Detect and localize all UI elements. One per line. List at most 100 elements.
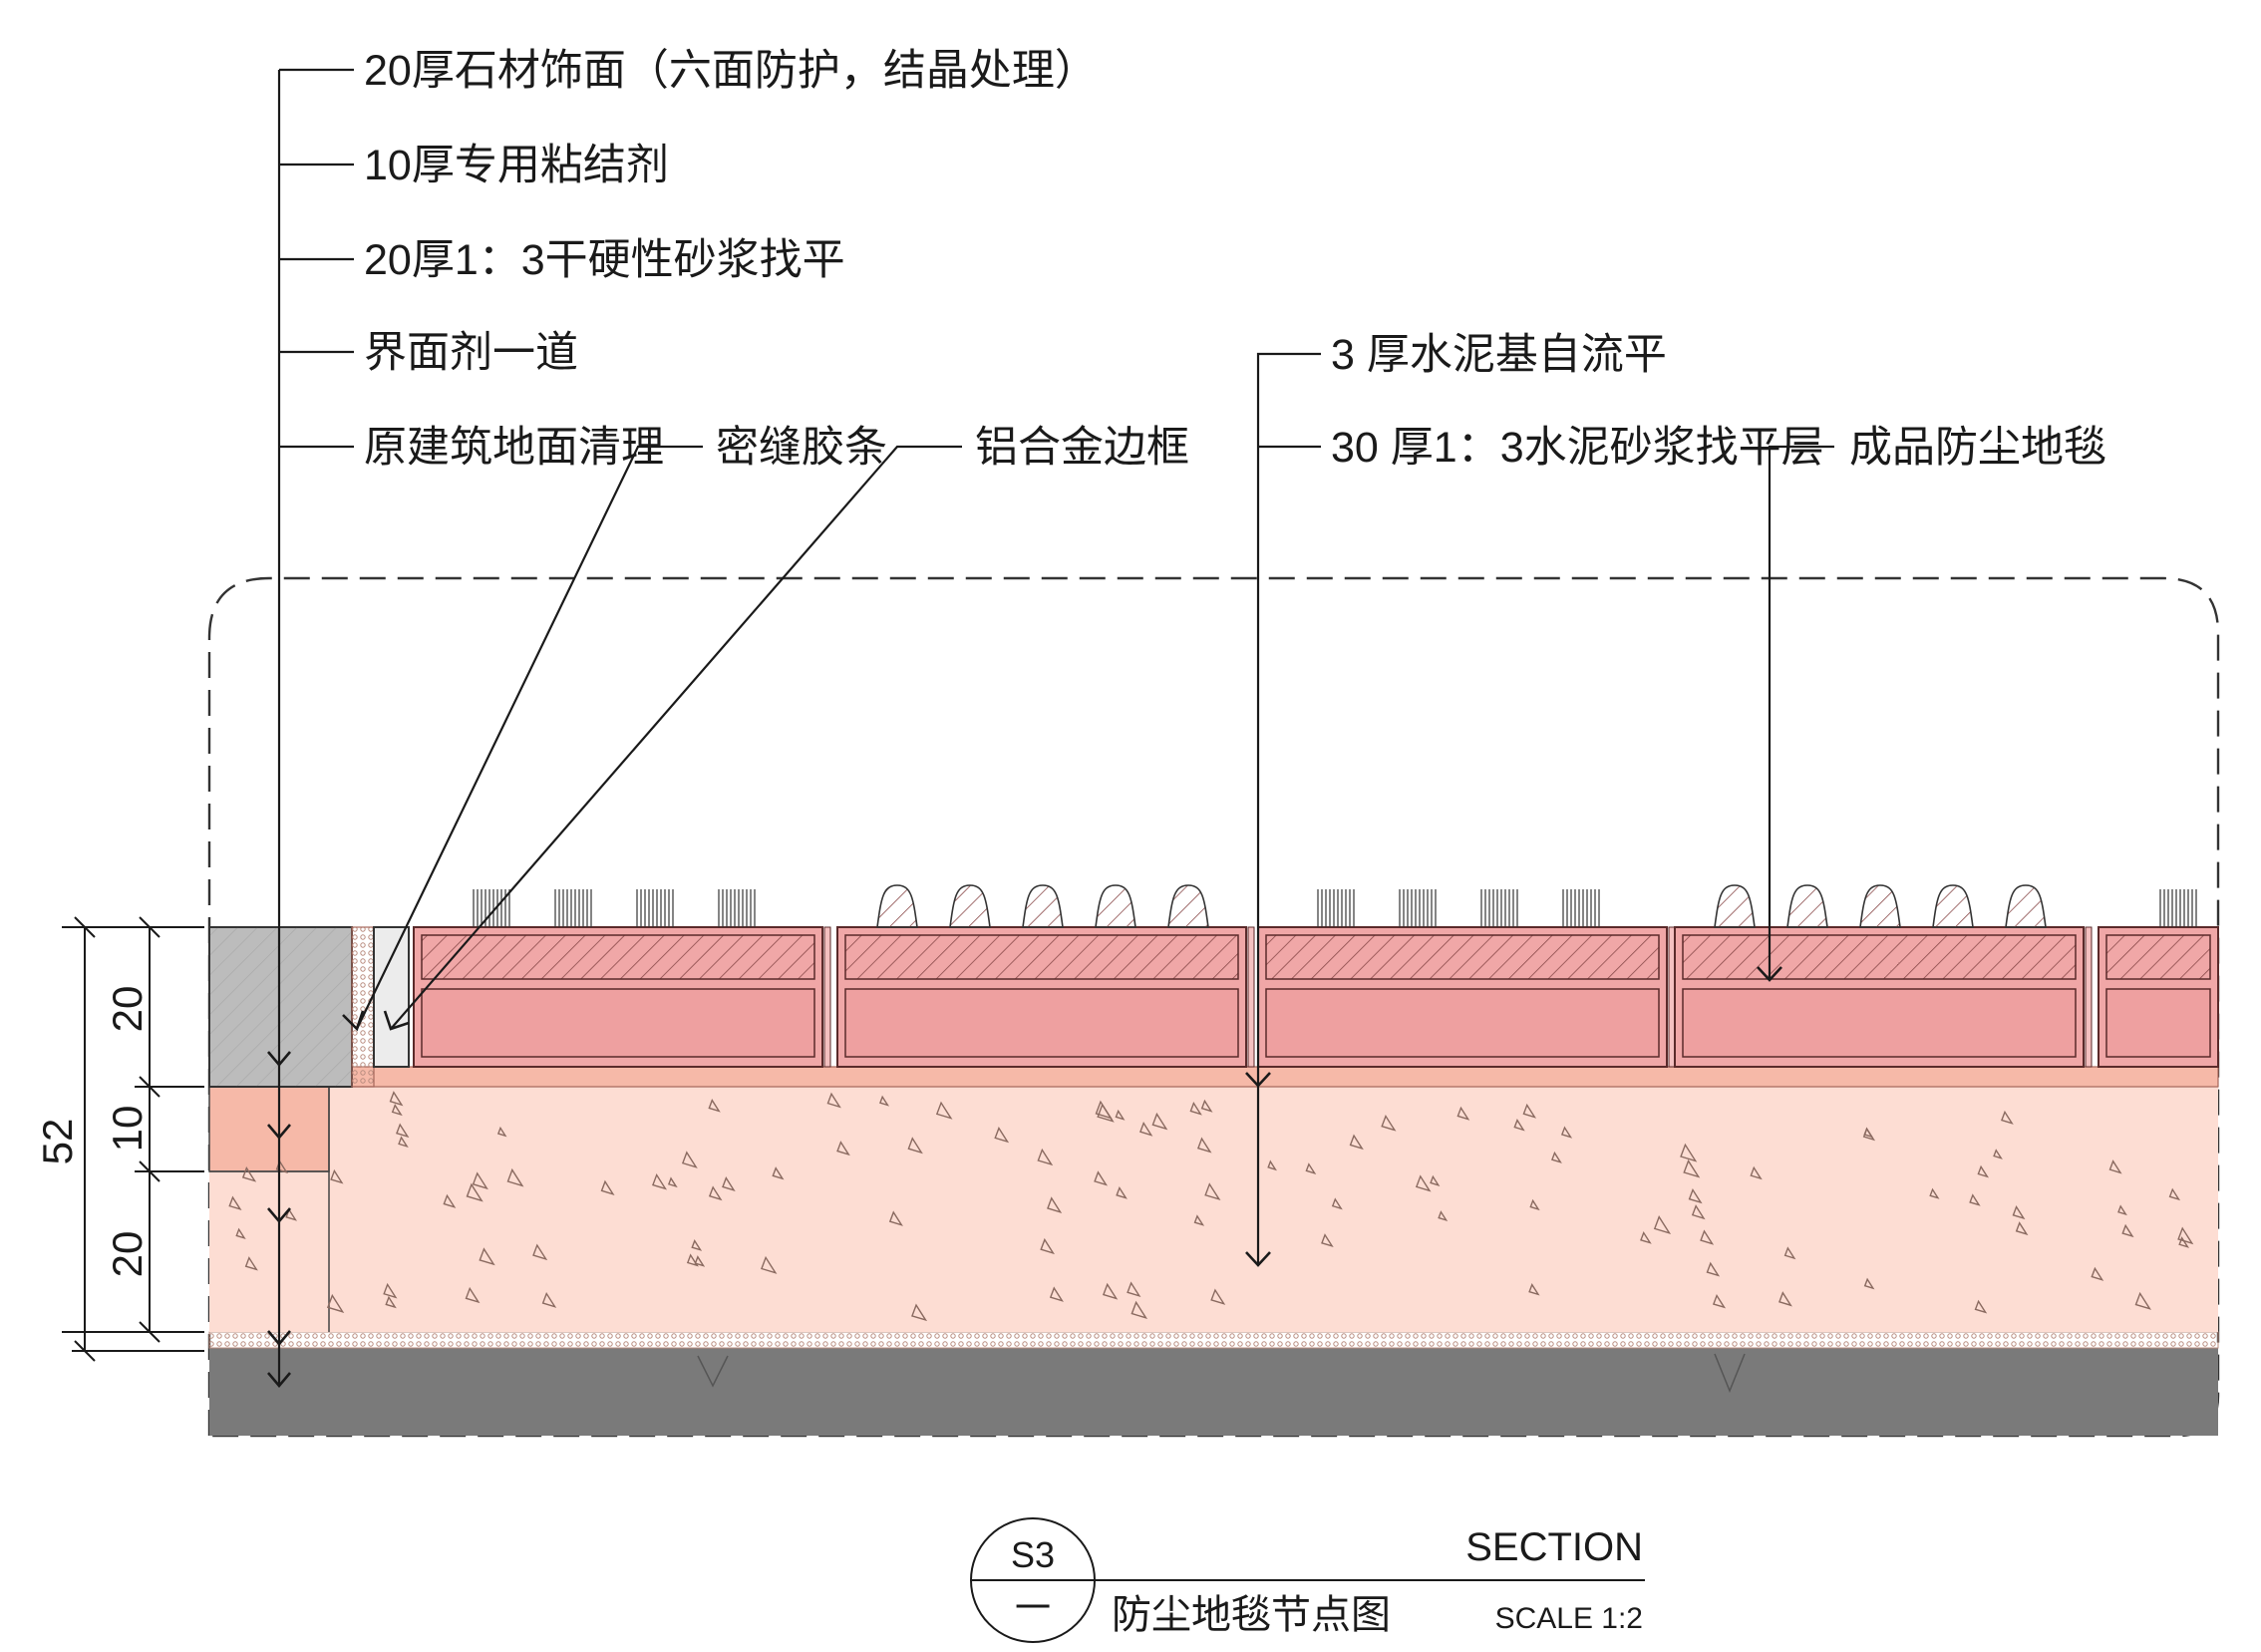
- mat-joint: [1247, 926, 1255, 1068]
- aggregate-mark: [330, 1168, 344, 1184]
- aggregate-mark: [907, 1137, 923, 1155]
- aggregate-mark: [2134, 1291, 2151, 1310]
- aggregate-mark: [1349, 1134, 1364, 1151]
- rubber-scraper-bump: [949, 884, 991, 928]
- rubber-scraper-bump: [1714, 884, 1756, 928]
- aggregate-mark: [396, 1123, 410, 1139]
- mat-hatch-strip: [2105, 934, 2211, 980]
- aggregate-mark: [994, 1127, 1010, 1144]
- aggregate-mark: [2012, 1204, 2026, 1220]
- aggregate-mark: [389, 1091, 404, 1107]
- mat-lower-chamber: [421, 988, 815, 1058]
- aggregate-mark: [1095, 1100, 1113, 1120]
- callout-stone-finish: 20厚石材饰面（六面防护，结晶处理）: [364, 47, 1098, 95]
- title-block: S3 一 SECTION 防尘地毯节点图 SCALE 1:2: [970, 1517, 1645, 1643]
- aggregate-mark: [1130, 1300, 1148, 1320]
- callout-aluminum-frame: 铝合金边框: [975, 424, 1189, 472]
- aggregate-mark: [1977, 1164, 1989, 1178]
- aggregate-mark: [2121, 1223, 2134, 1238]
- mat-module: [836, 884, 1255, 1068]
- aggregate-mark: [1381, 1114, 1397, 1132]
- aggregate-mark: [2178, 1236, 2190, 1248]
- aggregate-mark: [2015, 1221, 2029, 1236]
- aggregate-mark: [479, 1247, 495, 1266]
- mat-hatch-strip: [1682, 934, 2077, 980]
- aggregate-mark: [1653, 1215, 1672, 1234]
- mat-module: [2098, 889, 2219, 1068]
- interface-agent-band: [208, 1331, 2219, 1349]
- aggregate-mark: [935, 1101, 953, 1120]
- base-slab: [209, 1348, 2218, 1436]
- aggregate-mark: [326, 1293, 345, 1313]
- callout-dry-mortar: 20厚1：3干硬性砂浆找平: [364, 236, 845, 284]
- rubber-scraper-bump: [876, 884, 918, 928]
- aggregate-mark: [385, 1295, 397, 1309]
- aggregate-mark: [398, 1136, 409, 1149]
- aggregate-mark: [541, 1291, 557, 1308]
- aggregate-mark: [1529, 1198, 1540, 1211]
- aggregate-mark: [1712, 1293, 1727, 1309]
- aggregate-mark: [1037, 1148, 1054, 1166]
- leader-lines: [277, 68, 1834, 1386]
- aggregate-mark: [686, 1253, 699, 1267]
- aggregate-mark: [1640, 1230, 1652, 1244]
- aggregate-mark: [532, 1243, 548, 1261]
- aggregate-mark: [1321, 1233, 1334, 1248]
- stone-adhesive-layer: [208, 1086, 330, 1172]
- mat-module: [413, 889, 831, 1068]
- mat-module: [1674, 884, 2093, 1068]
- mat-lower-chamber: [2105, 988, 2211, 1058]
- detail-code: S3: [1011, 1534, 1055, 1575]
- aggregate-mark: [1974, 1299, 1988, 1314]
- aggregate-mark: [1688, 1187, 1703, 1204]
- aggregate-mark: [1331, 1197, 1343, 1210]
- aggregate-mark: [691, 1239, 703, 1251]
- aggregate-mark: [1094, 1170, 1109, 1186]
- aggregate-mark: [1267, 1159, 1277, 1171]
- aggregate-mark: [244, 1256, 258, 1271]
- aggregate-mark: [1200, 1099, 1213, 1113]
- dust-mat: [413, 884, 2219, 1068]
- aggregate-mark: [1115, 1109, 1126, 1121]
- aggregate-mark: [826, 1092, 841, 1109]
- aggregate-mark: [1993, 1149, 2003, 1159]
- aggregate-mark: [772, 1166, 785, 1180]
- aggregate-mark: [600, 1179, 615, 1195]
- aggregate-mark: [1680, 1143, 1698, 1162]
- rubber-scraper-bump: [1022, 884, 1064, 928]
- aggregate-mark: [1778, 1291, 1792, 1307]
- mat-joint: [823, 926, 831, 1068]
- aggregate-mark: [761, 1255, 778, 1274]
- aggregate-mark: [1700, 1229, 1715, 1245]
- callout-mortar-layer: 30 厚1：3水泥砂浆找平层: [1331, 424, 1824, 472]
- aggregate-mark: [1127, 1281, 1141, 1297]
- mat-module: [1257, 889, 1676, 1068]
- aggregate-mark: [2168, 1187, 2181, 1201]
- callout-floor-cleaning: 原建筑地面清理: [364, 424, 664, 472]
- rubber-scraper-bump: [1932, 884, 1974, 928]
- aggregate-mark: [1783, 1246, 1796, 1260]
- detail-boundary: [207, 576, 2220, 1438]
- aggregate-mark: [228, 1195, 242, 1211]
- aggregate-mark: [836, 1141, 850, 1156]
- mat-lower-chamber: [1682, 988, 2077, 1058]
- aggregate-mark: [694, 1255, 706, 1267]
- aggregate-mark: [1456, 1106, 1470, 1121]
- aggregate-mark: [1196, 1137, 1212, 1154]
- drawing-name: 防尘地毯节点图: [1112, 1593, 1391, 1637]
- drawing-scale: SCALE 1:2: [1495, 1602, 1643, 1635]
- aggregate-mark: [472, 1171, 488, 1190]
- dimension-total: 52: [34, 1119, 81, 1165]
- rubber-scraper-bump: [1859, 884, 1901, 928]
- aggregate-mark: [506, 1167, 524, 1187]
- aggregate-mark: [1138, 1121, 1153, 1137]
- mortar-layer: [209, 1087, 2218, 1332]
- callout-dust-mat: 成品防尘地毯: [1849, 424, 2106, 472]
- mat-hatch-strip: [421, 934, 815, 980]
- dimension-stone: 20: [104, 986, 151, 1033]
- aggregate-mark: [1305, 1162, 1317, 1175]
- aggregate-mark: [1683, 1158, 1701, 1178]
- aggregate-mark: [1528, 1283, 1540, 1296]
- aggregate-mark: [1040, 1237, 1056, 1255]
- aggregate-mark: [1551, 1151, 1562, 1163]
